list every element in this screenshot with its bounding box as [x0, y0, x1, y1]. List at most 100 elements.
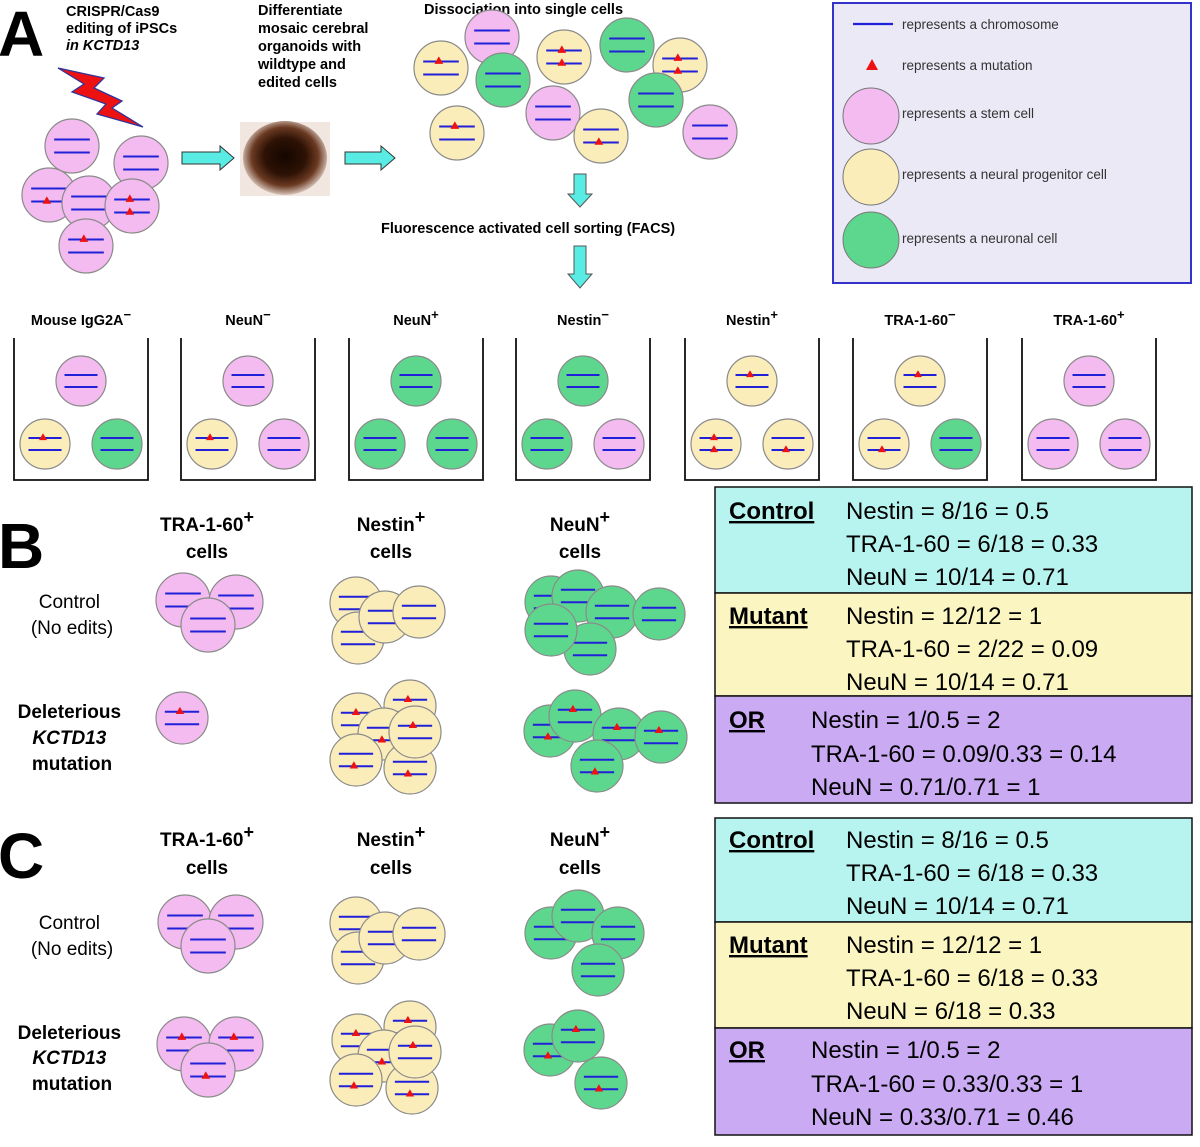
facs-label: Fluorescence activated cell sorting (FAC… [381, 221, 675, 237]
stem-cell [180, 918, 236, 974]
neuronal-cell [475, 52, 531, 108]
neuronal-cell [599, 17, 655, 73]
mutation [543, 1051, 553, 1059]
result-line: TRA-1-60 = 6/18 = 0.33 [846, 531, 1098, 558]
result-line: Nestin = 8/16 = 0.5 [846, 827, 1049, 854]
sorted-well: NeuN− [180, 307, 316, 481]
neuronal-cell [574, 1056, 628, 1110]
right-arrow-icon [344, 144, 396, 172]
cell-body [180, 1042, 236, 1098]
stem-cell [104, 178, 160, 234]
column-header-sign: + [243, 822, 254, 842]
neuronal-cell [354, 418, 406, 470]
row-label-line: KCTD13 [32, 728, 106, 749]
cell-body [91, 418, 143, 470]
neuronal-cell [524, 603, 578, 657]
down-arrow-icon [566, 173, 594, 208]
stem-cell [682, 104, 738, 160]
panel-b-letter: B [0, 510, 44, 582]
cell-body [354, 418, 406, 470]
mutation [913, 370, 923, 378]
well-label: Mouse IgG2A− [31, 307, 132, 329]
column-header: TRA-1-60+ [160, 822, 254, 851]
legend-label: represents a mutation [902, 58, 1033, 73]
result-line: TRA-1-60 = 0.09/0.33 = 0.14 [811, 741, 1117, 768]
control-row-label: Control (No edits) [31, 592, 113, 639]
panel-c-cells [156, 889, 645, 1115]
well-label-sign: − [601, 307, 609, 322]
progenitor-cell [858, 418, 910, 470]
well-label: Nestin+ [726, 307, 778, 329]
neuronal-cell [570, 739, 624, 793]
cell-body [104, 178, 160, 234]
step2-line: Differentiate [258, 3, 343, 19]
cell-body [894, 355, 946, 407]
progenitor-cell [429, 105, 485, 161]
column-header-base: TRA-1-60 [160, 515, 243, 536]
row-label-line: Deleterious [18, 1023, 121, 1044]
stem-cell [1027, 418, 1079, 470]
panel-c-results: Control Nestin = 8/16 = 0.5 TRA-1-60 = 6… [714, 817, 1193, 1136]
mutation [377, 735, 387, 743]
cell-body [536, 29, 592, 85]
well-label: NeuN− [225, 307, 271, 329]
column-header-base: TRA-1-60 [160, 830, 243, 851]
column-header: NeuN+ [550, 822, 610, 851]
mutation [557, 58, 567, 66]
stem-cell [55, 355, 107, 407]
step1-line: in KCTD13 [66, 38, 139, 54]
well-outline [348, 338, 484, 481]
control-title: Control [729, 827, 814, 854]
row-label-line: mutation [32, 1074, 112, 1095]
well-label-sign: − [948, 307, 956, 322]
well-label-sign: − [124, 307, 132, 322]
result-line: NeuN = 10/14 = 0.71 [846, 893, 1069, 920]
progenitor-cell [536, 29, 592, 85]
result-line: NeuN = 0.33/0.71 = 0.46 [811, 1104, 1074, 1131]
result-line: Nestin = 1/0.5 = 2 [811, 1037, 1000, 1064]
column-header-line2: cells [370, 858, 412, 879]
sorted-well: Mouse IgG2A− [13, 307, 149, 481]
cell-body [726, 355, 778, 407]
legend-label: represents a stem cell [902, 106, 1034, 121]
cell-body [557, 355, 609, 407]
stem-cell [58, 218, 114, 274]
step2-line: organoids with [258, 39, 361, 55]
mutation [673, 66, 683, 74]
mutant-results-box [714, 592, 1193, 697]
progenitor-cell [573, 108, 629, 164]
well-label-base: NeuN [225, 313, 263, 329]
cell-body [524, 603, 578, 657]
mutation [175, 706, 185, 714]
mutation [79, 234, 89, 242]
result-line: TRA-1-60 = 2/22 = 0.09 [846, 636, 1098, 663]
mutation [405, 1089, 415, 1097]
mutation [205, 433, 215, 441]
sorted-well: TRA-1-60− [852, 307, 988, 481]
right-arrow-icon [181, 144, 235, 172]
cell-body [58, 218, 114, 274]
mutation [654, 725, 664, 733]
or-results-box [714, 1027, 1193, 1136]
or-title: OR [729, 1037, 765, 1064]
sorted-well: TRA-1-60+ [1021, 307, 1157, 481]
mutation [877, 445, 887, 453]
progenitor-cell [726, 355, 778, 407]
well-label: Nestin− [557, 307, 609, 329]
column-header-base: NeuN [550, 515, 600, 536]
result-line: TRA-1-60 = 6/18 = 0.33 [846, 965, 1098, 992]
well-label-base: Nestin [726, 313, 770, 329]
cell-body [155, 691, 209, 745]
mutation [125, 194, 135, 202]
cell-body [475, 52, 531, 108]
mutant-results-box [714, 921, 1193, 1029]
neuronal-cell [426, 418, 478, 470]
progenitor-cell [392, 585, 446, 639]
result-line: Nestin = 12/12 = 1 [846, 932, 1042, 959]
result-line: Nestin = 1/0.5 = 2 [811, 707, 1000, 734]
legend-label: represents a neural progenitor cell [902, 167, 1107, 182]
result-line: TRA-1-60 = 6/18 = 0.33 [846, 860, 1098, 887]
result-line: NeuN = 0.71/0.71 = 1 [811, 774, 1041, 801]
cell-body [1063, 355, 1115, 407]
